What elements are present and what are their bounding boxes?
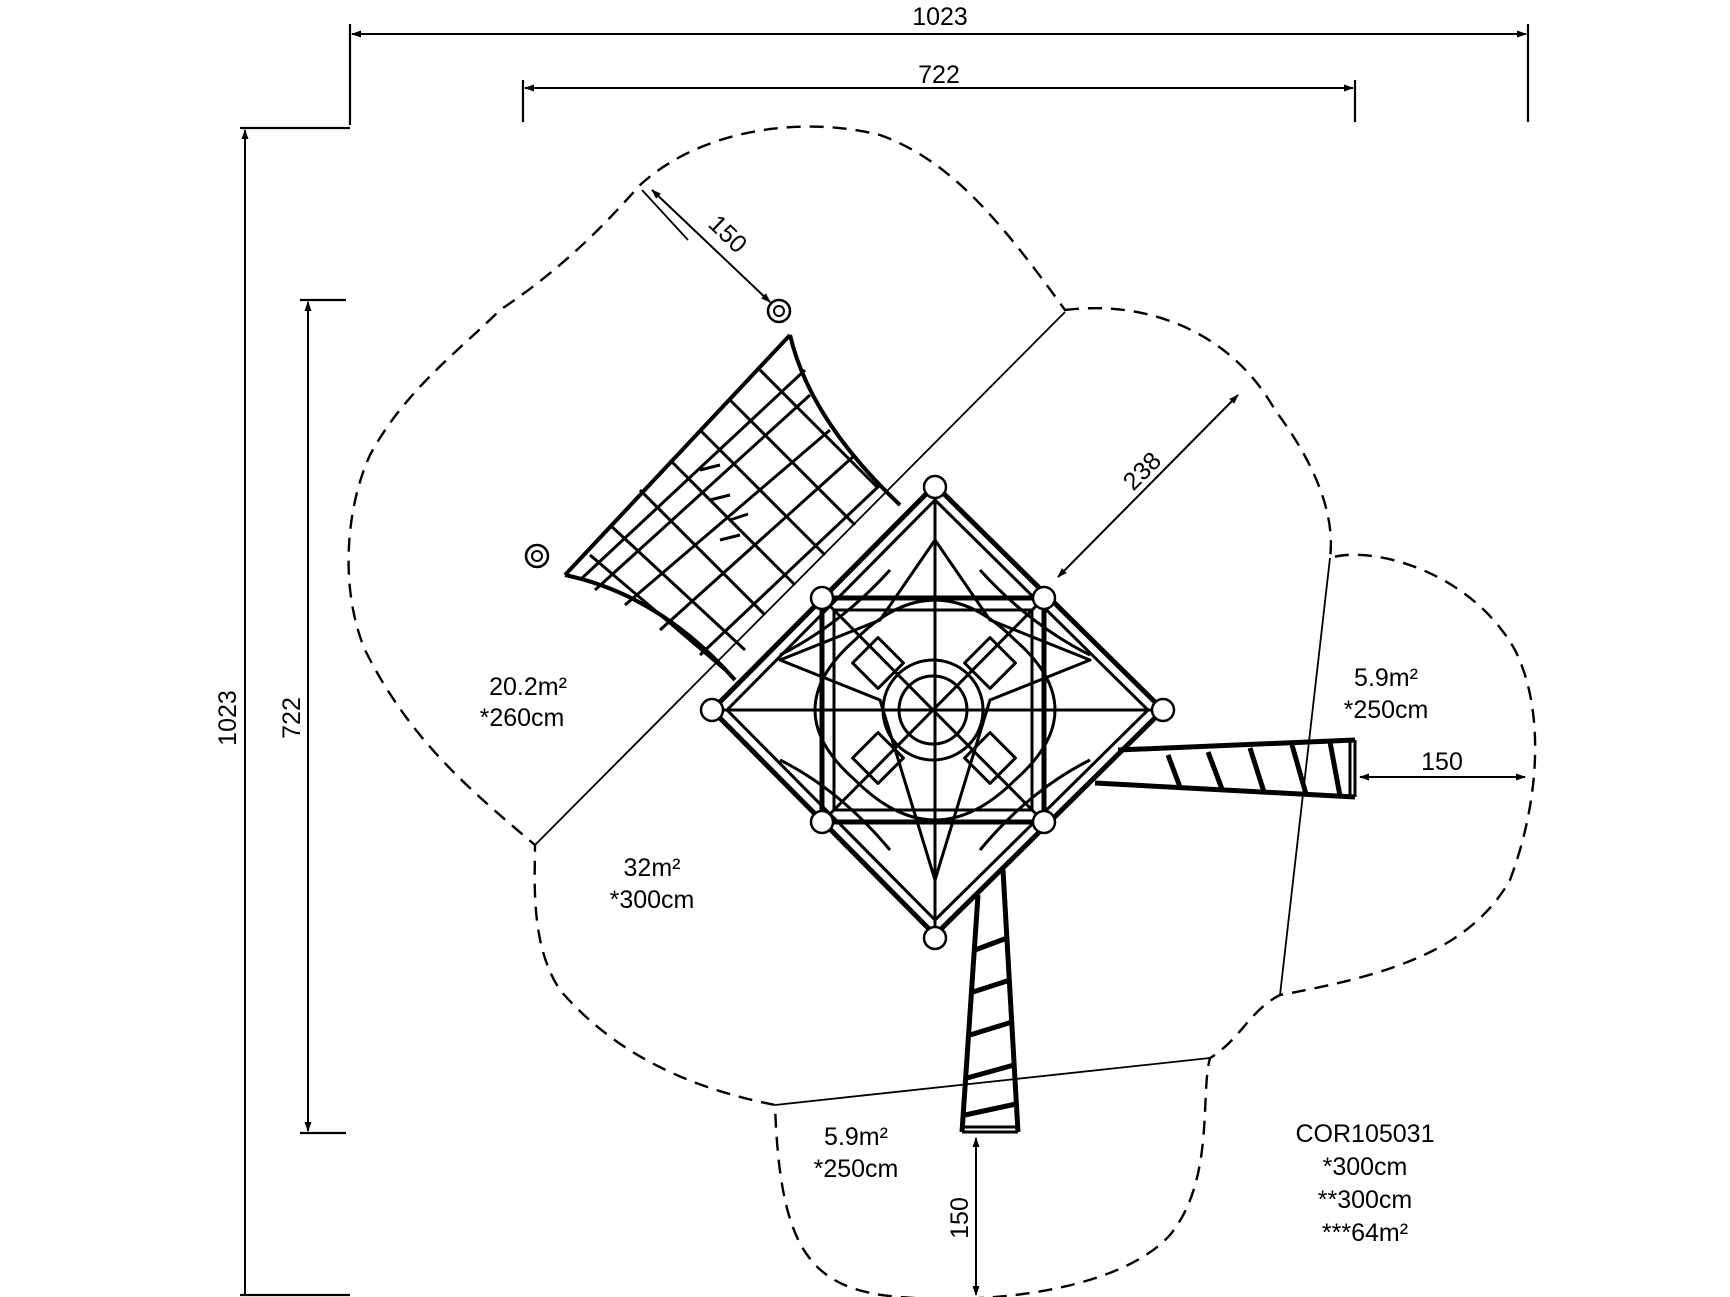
zone-right-height: *250cm	[1344, 696, 1429, 724]
right-ladder	[1094, 737, 1357, 800]
square-post-br	[1031, 809, 1057, 835]
square-post-bl	[809, 809, 835, 835]
net-clearance-label: 150	[703, 210, 752, 259]
zone-bottom-area: 5.9m²	[824, 1123, 888, 1151]
zone-left-area: 20.2m²	[489, 673, 567, 701]
zone-bottom-height: *250cm	[814, 1155, 899, 1183]
inner-width-label: 722	[918, 61, 960, 89]
bottom-ladder	[959, 869, 1021, 1134]
climbing-net	[524, 298, 902, 682]
right-clearance-label: 150	[1421, 748, 1463, 776]
diagonal-zone-label: 238	[1118, 447, 1167, 496]
safety-zone-outline	[347, 125, 1537, 1297]
bottom-clearance-label: 150	[946, 1197, 974, 1239]
zone-lower-left-height: *300cm	[610, 886, 695, 914]
dimension-inner-width	[521, 80, 1357, 122]
tower-post-right	[1150, 697, 1176, 723]
central-tower	[699, 474, 1176, 951]
net-anchor-top	[766, 298, 792, 324]
zone-right-area: 5.9m²	[1354, 664, 1418, 692]
product-code: COR105031	[1296, 1120, 1435, 1148]
tower-post-bottom	[922, 925, 948, 951]
product-line-3: ***64m²	[1322, 1219, 1408, 1247]
net-anchor-left	[524, 543, 550, 569]
tower-post-top	[922, 474, 948, 500]
zone-dividers	[534, 189, 1331, 1106]
dimension-overall-height	[240, 129, 350, 1297]
product-line-2: **300cm	[1318, 1186, 1413, 1214]
inner-height-label: 722	[278, 697, 306, 739]
product-line-1: *300cm	[1323, 1153, 1408, 1181]
zone-left-height: *260cm	[480, 704, 565, 732]
dimension-overall-width	[240, 24, 1530, 130]
overall-width-label: 1023	[912, 3, 968, 31]
square-post-tl	[809, 585, 835, 611]
dimension-net-clearance	[651, 189, 771, 303]
dimension-diagonal-zone	[1057, 394, 1239, 578]
zone-lower-left-area: 32m²	[624, 854, 681, 882]
overall-height-label: 1023	[214, 690, 242, 746]
dimension-inner-height	[300, 298, 346, 1135]
tower-post-left	[699, 697, 725, 723]
square-post-tr	[1031, 585, 1057, 611]
